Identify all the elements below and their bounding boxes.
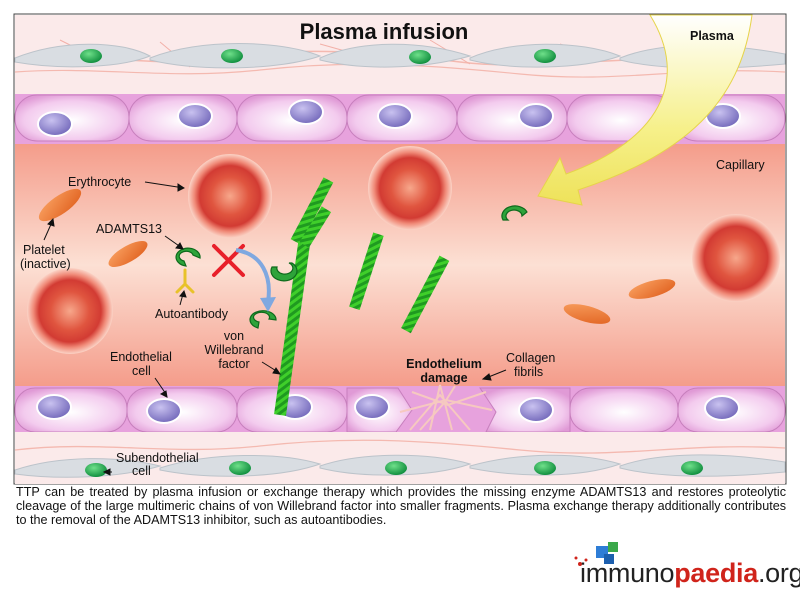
label-vwf-2: Willebrand xyxy=(204,343,263,357)
platelets xyxy=(38,188,676,324)
leader-lines xyxy=(43,181,507,476)
label-platelet: Platelet xyxy=(23,243,65,257)
molecule-cube-icon xyxy=(574,542,618,566)
label-endothelium-1: Endothelium xyxy=(406,357,482,371)
label-vwf-1: von xyxy=(224,329,244,343)
platelet xyxy=(38,188,82,222)
bottom-subendothelial-layer xyxy=(14,432,786,484)
cleavage-arrowhead xyxy=(260,297,276,312)
label-capillary: Capillary xyxy=(716,158,765,172)
label-endothelial-1: Endothelial xyxy=(110,350,172,364)
top-endothelial-layer xyxy=(14,94,786,144)
label-endothelial-2: cell xyxy=(132,364,151,378)
adamts13-enzymes xyxy=(175,205,528,329)
immunopaedia-logo[interactable]: immunopaedia.org xyxy=(568,542,800,596)
plasma-infusion-diagram: Plasma infusion Plasma Capillary Erythro… xyxy=(13,13,787,485)
cleavage-arrow xyxy=(235,248,271,303)
logo-text: immunopaedia.org xyxy=(580,558,800,588)
label-erythrocyte: Erythrocyte xyxy=(68,175,131,189)
bottom-endothelial-layer xyxy=(14,384,786,433)
subendothelial-nucleus xyxy=(80,49,102,63)
label-vwf-3: factor xyxy=(218,357,249,371)
collagen-fibrils xyxy=(399,384,493,431)
erythrocytes xyxy=(27,146,780,354)
plasma-infusion-arrow xyxy=(537,14,753,206)
vwf-long-strand xyxy=(274,235,311,416)
label-collagen-2: fibrils xyxy=(514,365,543,379)
label-plasma: Plasma xyxy=(690,29,735,43)
diagram-title: Plasma infusion xyxy=(300,19,469,44)
von-willebrand-factor-strands xyxy=(274,177,450,416)
adamts13 xyxy=(175,247,201,267)
label-subendothelial-1: Subendothelial xyxy=(116,451,199,465)
label-subendothelial-2: cell xyxy=(132,464,151,478)
label-adamts13: ADAMTS13 xyxy=(96,222,162,236)
label-autoantibody: Autoantibody xyxy=(155,307,229,321)
erythrocyte xyxy=(188,154,272,238)
label-platelet-inactive: (inactive) xyxy=(20,257,71,271)
label-endothelium-2: damage xyxy=(420,371,467,385)
endothelial-nucleus xyxy=(37,111,73,137)
endothelial-cell xyxy=(14,94,130,142)
autoantibody-shape xyxy=(175,268,195,294)
label-collagen-1: Collagen xyxy=(506,351,555,365)
figure-caption: TTP can be treated by plasma infusion or… xyxy=(16,485,786,527)
